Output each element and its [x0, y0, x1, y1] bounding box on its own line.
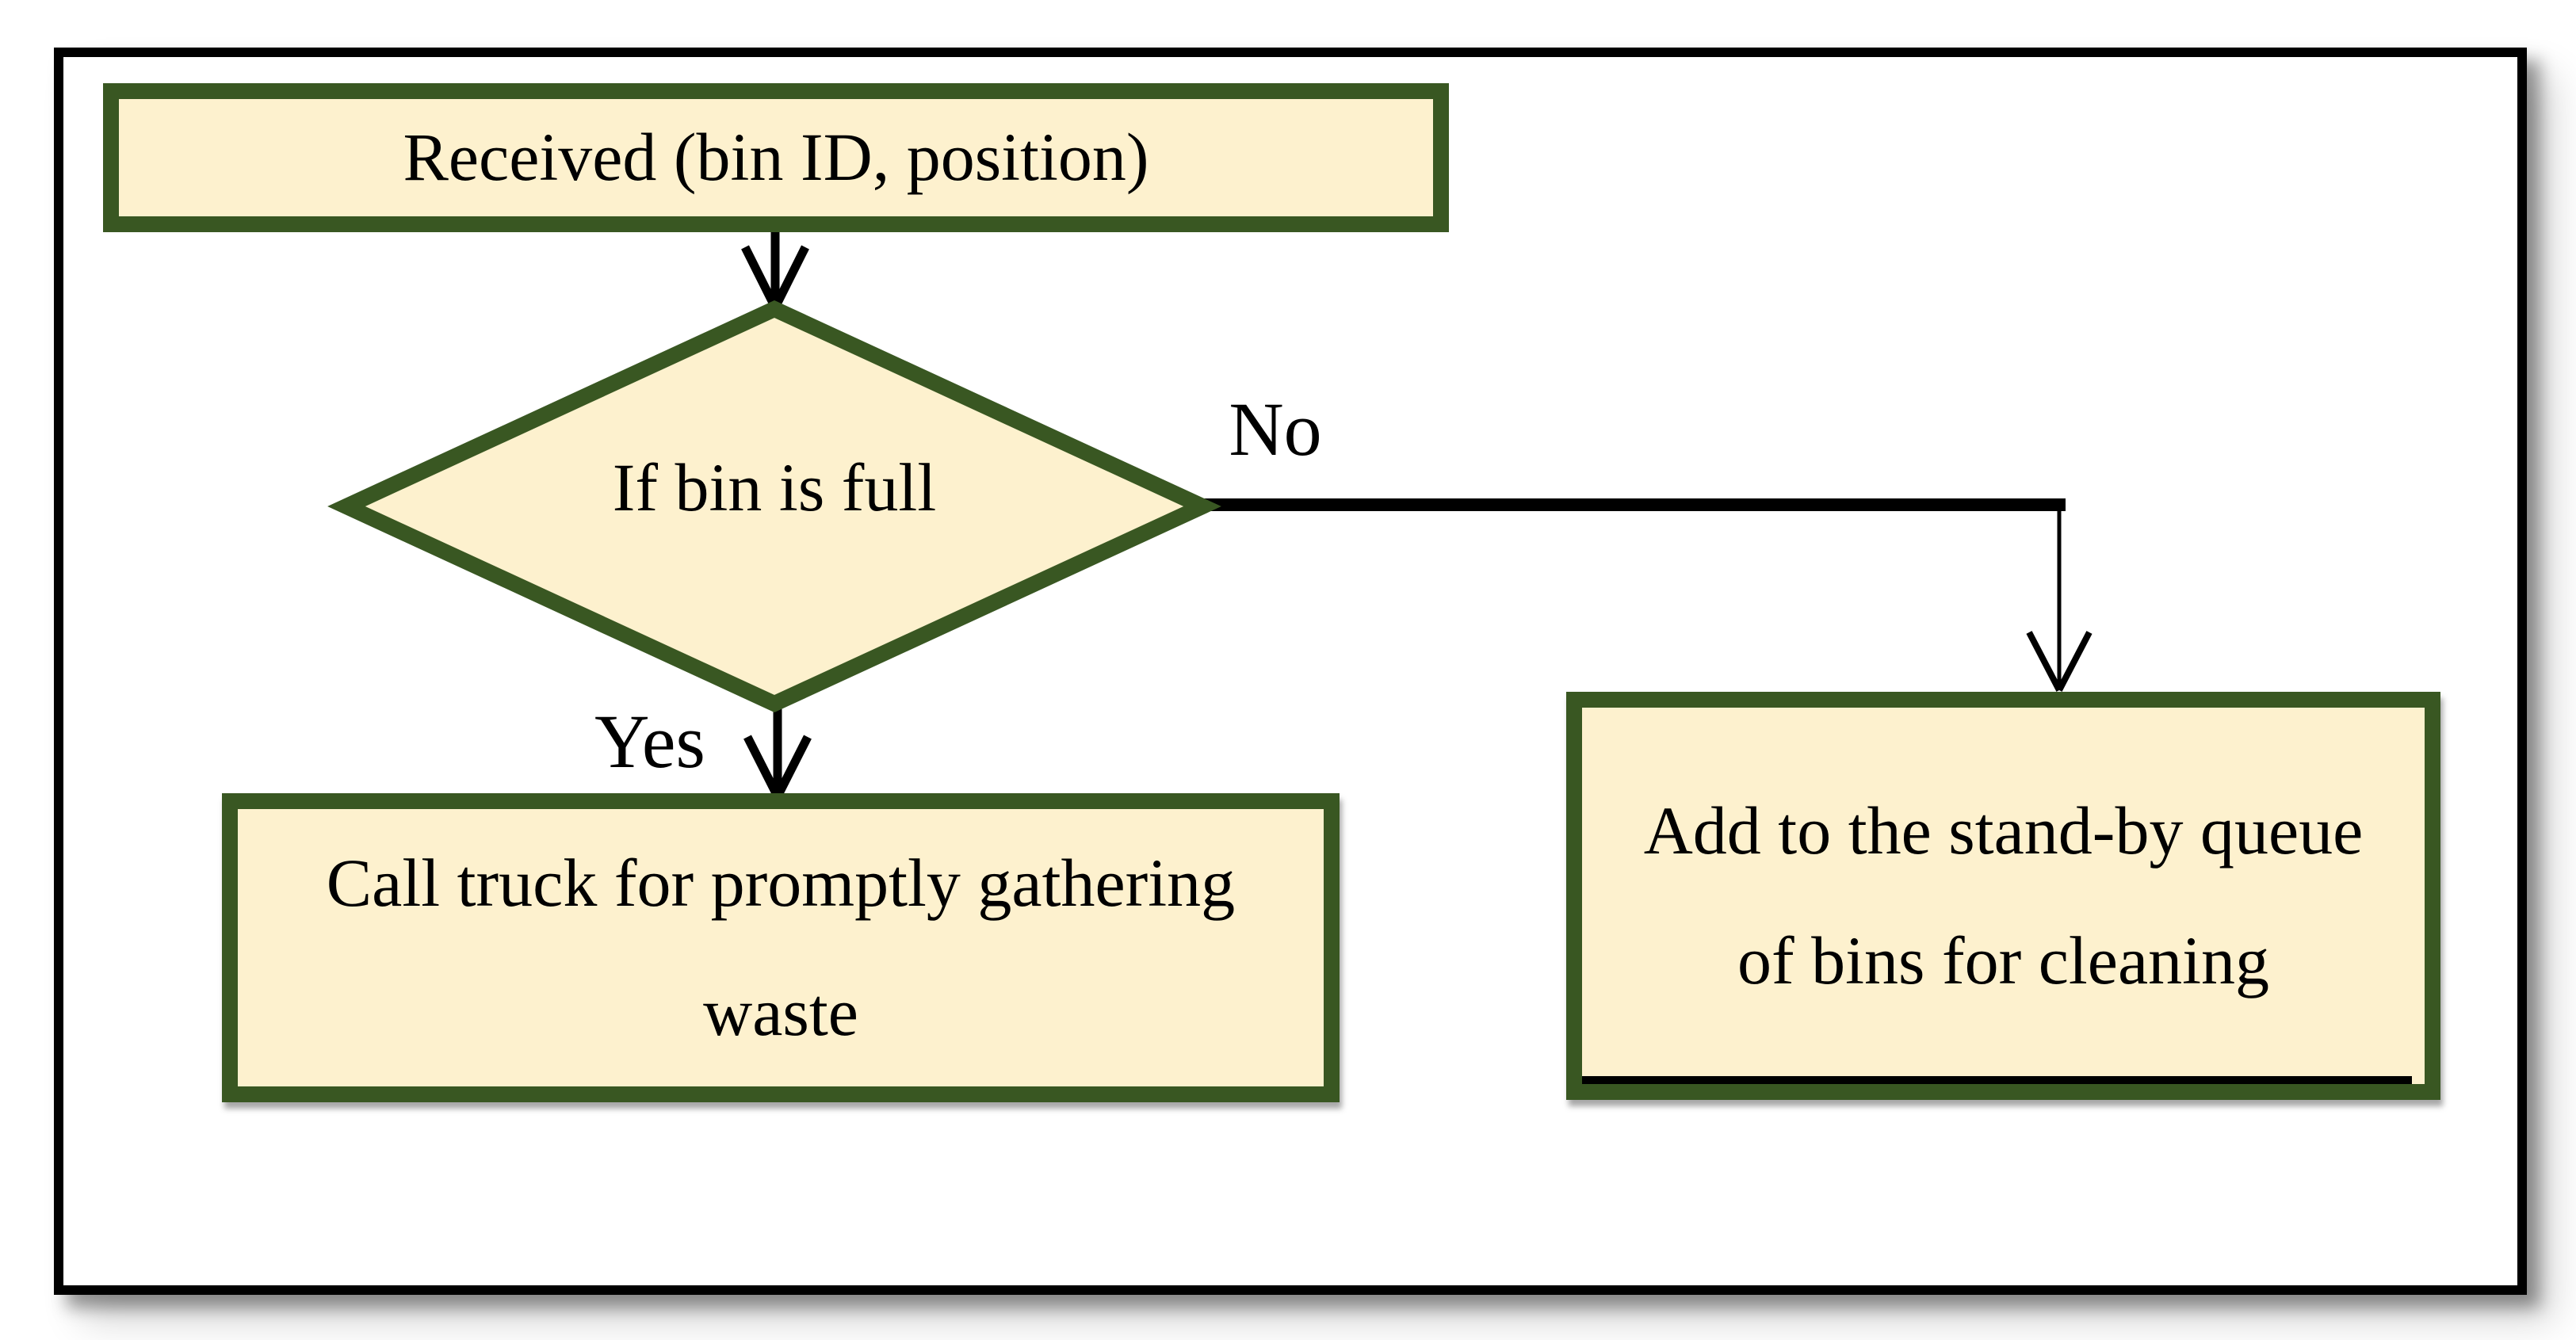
edge-label-yes: Yes — [594, 698, 705, 784]
edge-decision-no-branch — [1195, 498, 2093, 692]
node-standby-queue-line1: Add to the stand-by queue — [1643, 792, 2364, 869]
arrowhead-right-barb — [771, 245, 809, 310]
node-received: Received (bin ID, position) — [103, 83, 1449, 232]
node-standby-queue-line2: of bins for cleaning — [1737, 922, 2270, 998]
node-call-truck: Call truck for promptly gathering waste — [222, 793, 1340, 1102]
node-call-truck-line2: waste — [703, 974, 858, 1050]
arrowhead-left-barb — [743, 735, 782, 799]
edge-label-no: No — [1229, 386, 1322, 471]
arrowhead-right-barb — [2056, 631, 2093, 692]
node-standby-queue-body: Add to the stand-by queue of bins for cl… — [1582, 708, 2425, 1084]
edge-decision-yes-branch — [743, 702, 812, 799]
node-standby-queue: Add to the stand-by queue of bins for cl… — [1566, 692, 2440, 1100]
inner-shadow-line — [1582, 1076, 2412, 1084]
node-decision-label: If bin is full — [612, 449, 937, 525]
decision-diamond-shape — [327, 300, 1221, 713]
node-received-label: Received (bin ID, position) — [403, 119, 1149, 196]
edge-received-to-decision — [741, 231, 809, 310]
node-received-body: Received (bin ID, position) — [119, 99, 1433, 216]
arrowhead-right-barb — [774, 735, 812, 799]
arrowhead-left-barb — [741, 245, 779, 310]
node-call-truck-body: Call truck for promptly gathering waste — [238, 809, 1324, 1086]
node-call-truck-line1: Call truck for promptly gathering — [326, 844, 1236, 921]
arrowhead-left-barb — [2026, 631, 2062, 692]
